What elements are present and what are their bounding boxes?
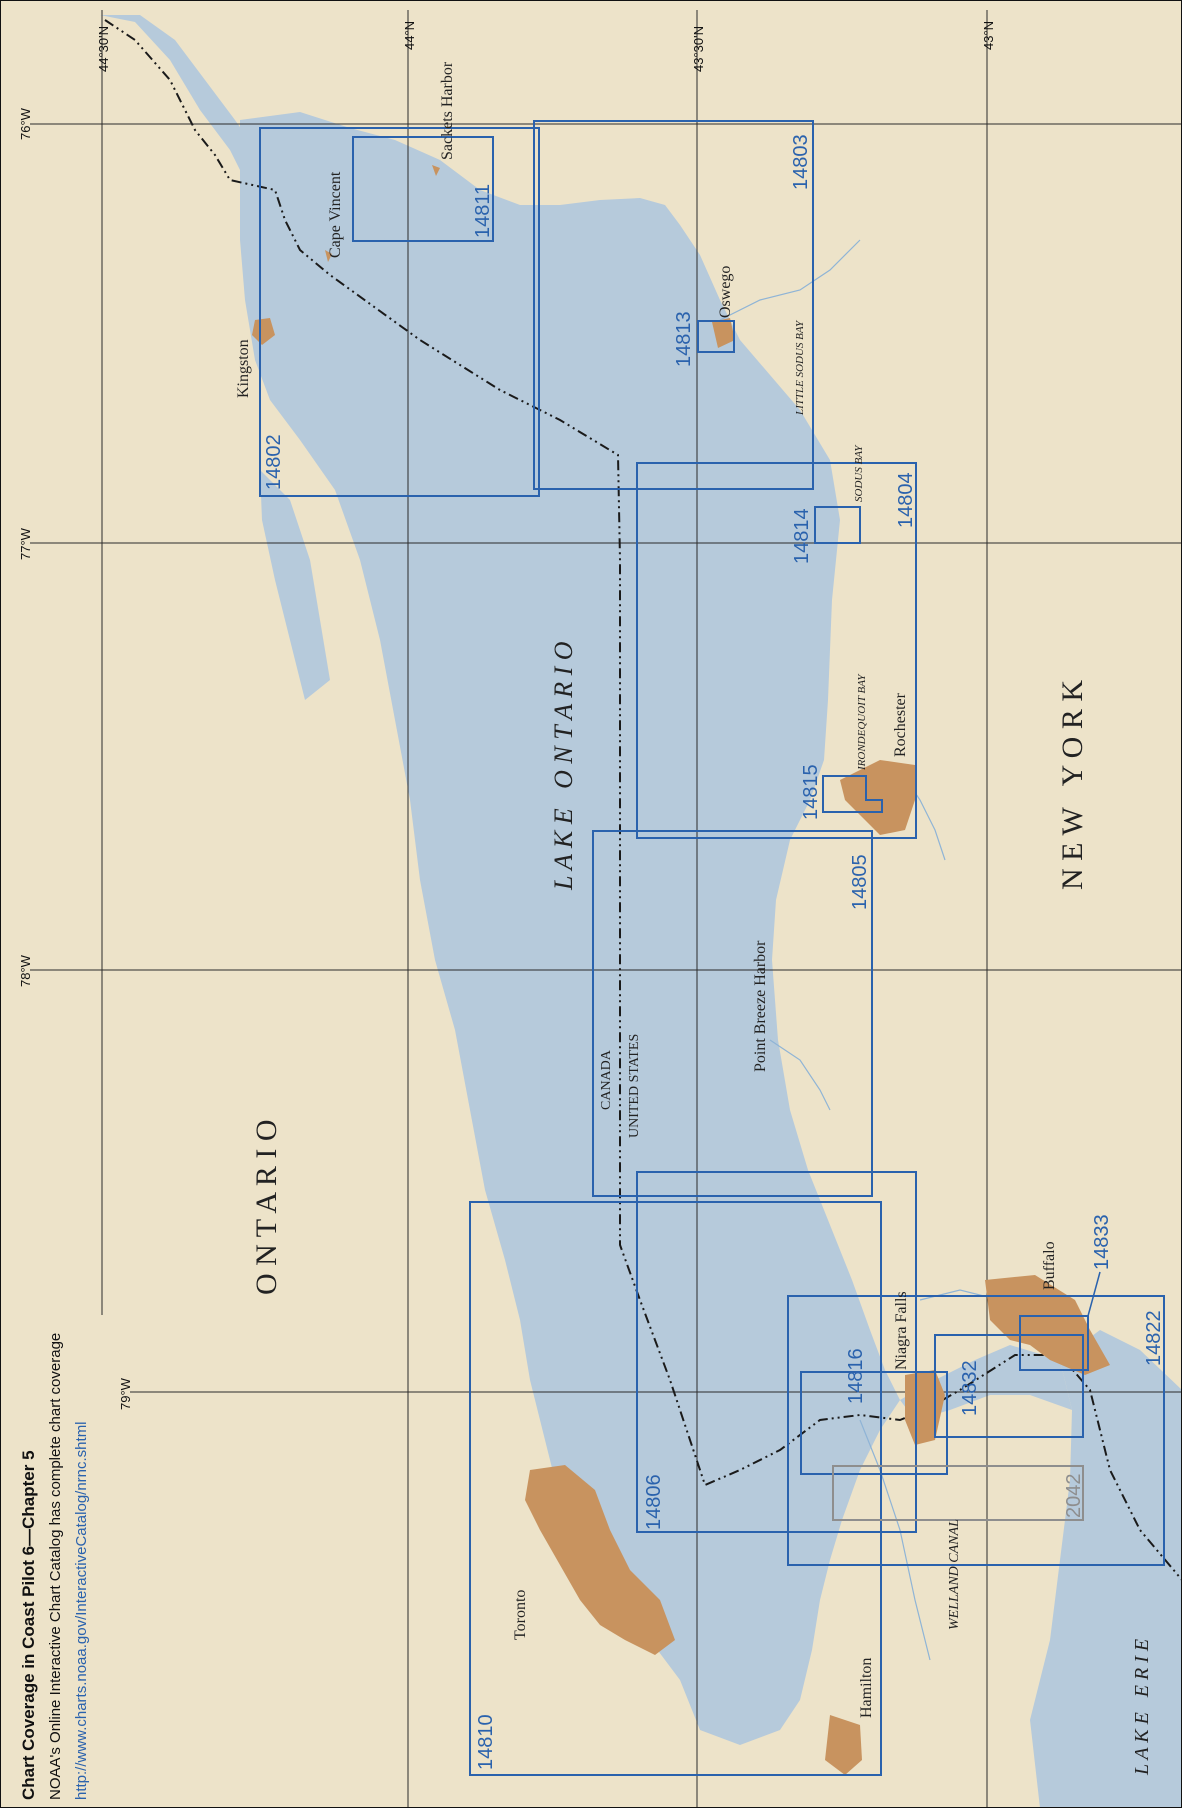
chart-boxes [259, 120, 1165, 1776]
rochester-label: Rochester [892, 692, 909, 757]
lon-label-76: 76°W [18, 107, 33, 140]
irondequoit-bay-label: IRONDEQUOIT BAY [856, 673, 868, 771]
toronto-city [525, 1465, 675, 1655]
sackets-harbor-city [432, 165, 440, 176]
cape-vincent-label: Cape Vincent [327, 171, 344, 258]
chart-label-14815[interactable]: 14815 [800, 764, 822, 820]
chart-box-14802[interactable] [259, 127, 540, 497]
chart-label-14816[interactable]: 14816 [845, 1348, 867, 1404]
grid-labels: 44°30'N 44°N 43°30'N 43°N 76°W 77°W 78°W… [18, 21, 996, 1410]
lat-label-44-30: 44°30'N [96, 26, 111, 72]
lat-label-43-30: 43°30'N [691, 26, 706, 72]
rochester-city [840, 760, 915, 835]
oak-orchard-creek [769, 1039, 831, 1111]
chart-box-14804[interactable] [636, 462, 917, 839]
sackets-harbor-label: Sackets Harbor [439, 61, 456, 160]
welland-canal-line [859, 1419, 931, 1661]
chart-box-14803[interactable] [533, 120, 814, 490]
lon-label-78: 78°W [18, 954, 33, 987]
chart-label-14832[interactable]: 14832 [959, 1360, 981, 1416]
buffalo-label: Buffalo [1041, 1241, 1058, 1290]
international-border [104, 19, 1182, 1581]
chart-box-14832[interactable] [934, 1334, 1084, 1438]
chart-label-14813[interactable]: 14813 [673, 311, 695, 367]
buffalo-city [985, 1275, 1110, 1375]
region-labels: L A K E O N T A R I O O N T A R I O N E … [250, 641, 1153, 1776]
chart-box-14815[interactable] [822, 775, 883, 813]
place-labels: Kingston Cape Vincent Sackets Harbor Osw… [235, 61, 1058, 1718]
map-title: Chart Coverage in Coast Pilot 6—Chapter … [19, 1450, 38, 1800]
little-sodus-bay-label: LITTLE SODUS BAY [794, 319, 806, 416]
st-lawrence-water [100, 15, 320, 260]
new-york-label: N E W Y O R K [1056, 680, 1089, 890]
chart-label-14802[interactable]: 14802 [263, 434, 285, 490]
chart-label-14833[interactable]: 14833 [1091, 1214, 1113, 1270]
graticule [30, 10, 1182, 1808]
chart-label-14822[interactable]: 14822 [1143, 1310, 1165, 1366]
chart-box-14810[interactable] [469, 1201, 882, 1776]
niagara-falls-label: Niagra Falls [893, 1291, 910, 1370]
kingston-city [252, 318, 275, 345]
lat-label-43: 43°N [981, 21, 996, 50]
kingston-label: Kingston [235, 339, 252, 398]
lon-label-79: 79°W [118, 1377, 133, 1410]
chaumont-bay-water [330, 150, 440, 250]
chart-box-14814[interactable] [814, 506, 861, 544]
oswego-city [712, 318, 735, 348]
chart-label-14804[interactable]: 14804 [895, 472, 917, 528]
chart-box-14805[interactable] [592, 830, 873, 1197]
sodus-bay-label: SODUS BAY [853, 444, 865, 502]
chart-box-14813[interactable] [697, 320, 735, 353]
lake-erie-water [1030, 1330, 1182, 1808]
chart-box-14806[interactable] [636, 1171, 917, 1533]
canada-label: CANADA [599, 1049, 614, 1110]
chart-label-14806[interactable]: 14806 [643, 1474, 665, 1530]
map-subtitle: NOAA's Online Interactive Chart Catalog … [47, 1333, 64, 1800]
chart-box-14816[interactable] [800, 1371, 948, 1475]
ontario-label: O N T A R I O [250, 1119, 283, 1295]
title-block: Chart Coverage in Coast Pilot 6—Chapter … [19, 1333, 90, 1800]
chart-label-14805[interactable]: 14805 [849, 854, 871, 910]
bay-of-quinte-water [260, 470, 330, 700]
lat-label-44: 44°N [402, 21, 417, 50]
water-layer [100, 15, 1182, 1808]
toronto-label: Toronto [512, 1590, 529, 1640]
chart-label-14810[interactable]: 14810 [475, 1714, 497, 1770]
chart-label-2042[interactable]: 2042 [1063, 1474, 1085, 1519]
leader-line-14833 [1087, 1271, 1101, 1317]
point-breeze-harbor-label: Point Breeze Harbor [752, 940, 769, 1072]
lake-erie-label: L A K E E R I E [1131, 1639, 1153, 1776]
chart-box-2042[interactable] [832, 1465, 1084, 1521]
chart-label-14814[interactable]: 14814 [791, 508, 813, 564]
chart-box-14811[interactable] [352, 136, 494, 242]
lake-ontario-water [240, 112, 900, 1745]
chart-box-14822[interactable] [787, 1295, 1165, 1566]
cape-vincent-city [325, 250, 332, 262]
chart-label-14803[interactable]: 14803 [790, 134, 812, 190]
chart-label-14811[interactable]: 14811 [472, 184, 494, 238]
hamilton-label: Hamilton [858, 1658, 875, 1718]
oswego-river [719, 239, 861, 321]
lake-ontario-label: L A K E O N T A R I O [549, 641, 578, 891]
lon-label-77: 77°W [18, 527, 33, 560]
catalog-link[interactable]: http://www.charts.noaa.gov/InteractiveCa… [73, 1421, 90, 1800]
oswego-label: Oswego [717, 266, 734, 318]
chart-labels: 14802 14803 14811 14813 14804 14814 1481… [263, 134, 1165, 1770]
welland-canal-label: WELLAND CANAL [947, 1519, 962, 1630]
hamilton-city [825, 1715, 862, 1775]
chart-box-14833[interactable] [1019, 1315, 1089, 1371]
united-states-label: UNITED STATES [627, 1034, 642, 1138]
